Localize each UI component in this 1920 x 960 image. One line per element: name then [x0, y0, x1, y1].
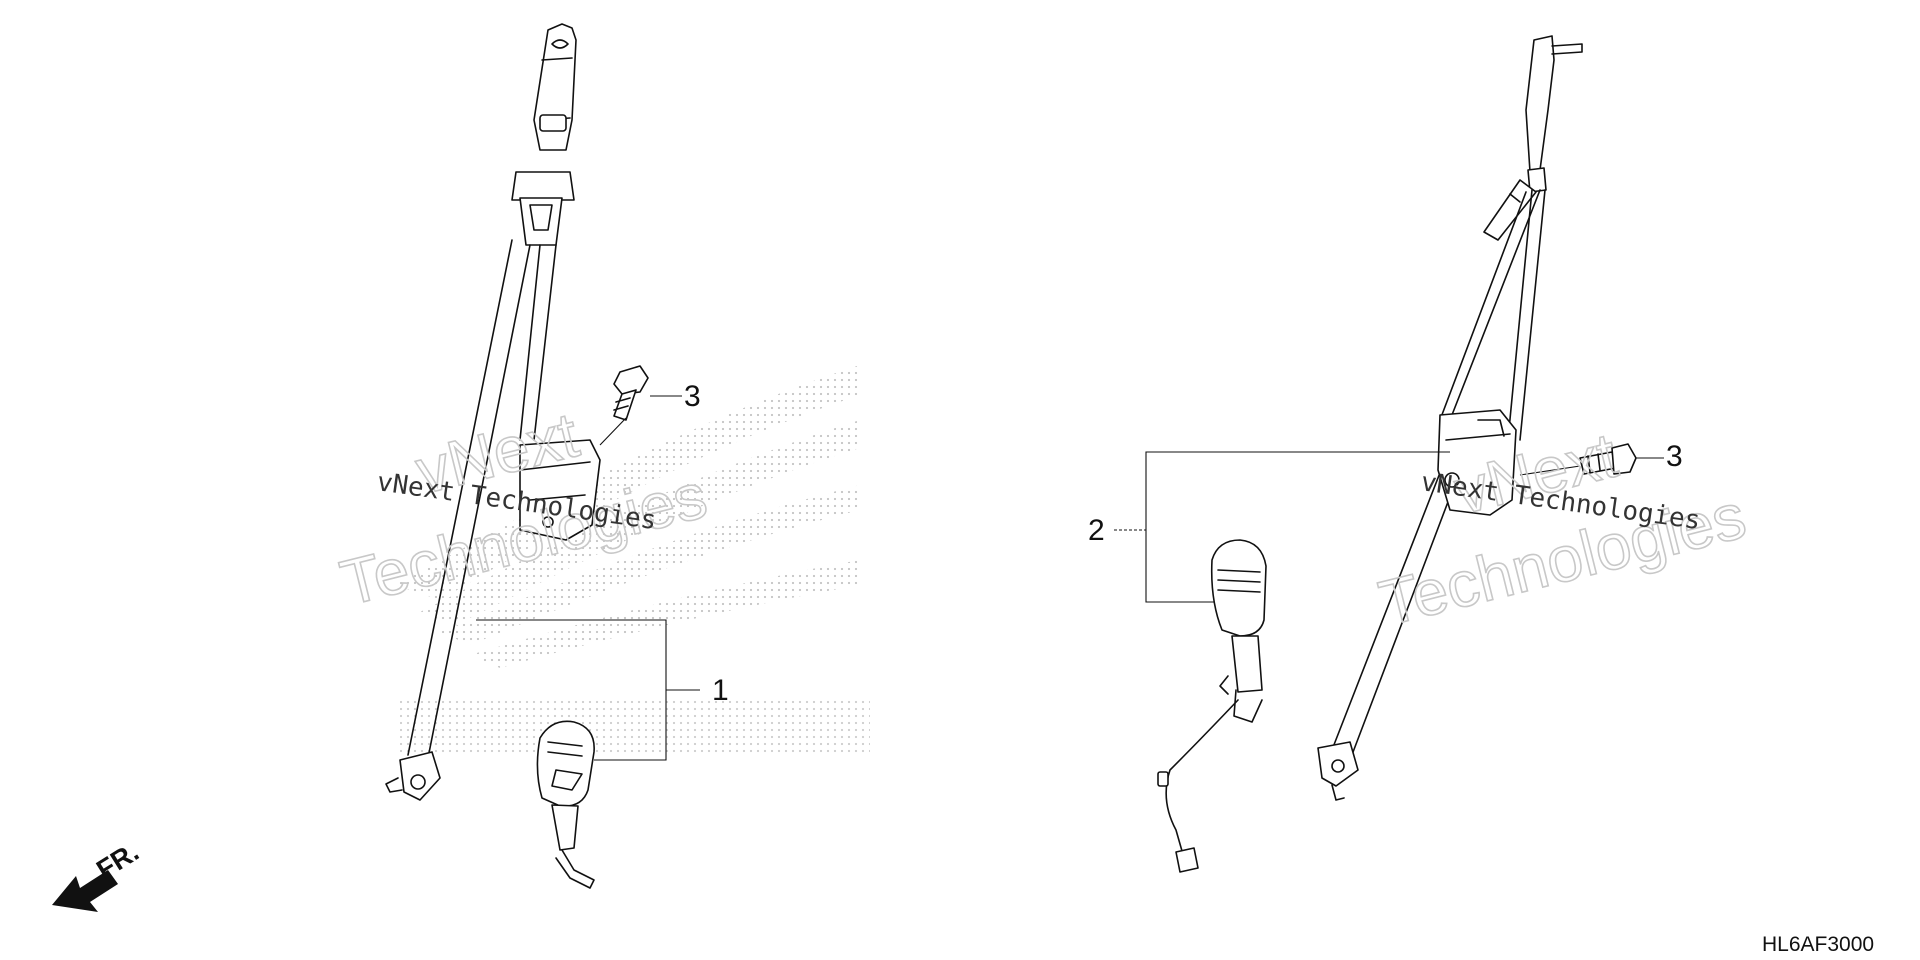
callout-part2: 2 [1088, 514, 1105, 547]
callout-bracket-part2 [1114, 451, 1450, 603]
callout-part3-right: 3 [1666, 440, 1683, 473]
callout-part3-left: 3 [684, 380, 701, 413]
arrow-down-left-icon [52, 870, 118, 912]
drawing-code: HL6AF3000 [1762, 933, 1874, 956]
honda-wing-emblem-icon [395, 365, 870, 755]
callout-bracket-part1 [476, 619, 700, 761]
callout-part1: 1 [712, 674, 729, 707]
right-seatbelt-assembly [1157, 35, 1637, 873]
left-seatbelt-assembly [385, 23, 649, 889]
